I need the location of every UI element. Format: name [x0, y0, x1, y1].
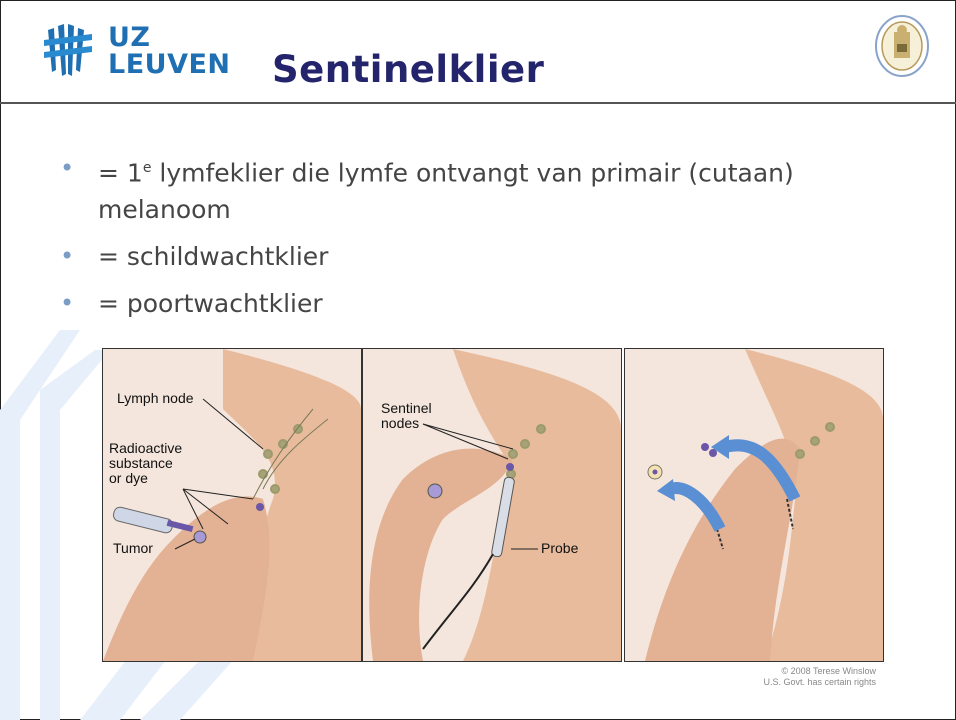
- logo-text-line1: UZ: [108, 24, 231, 51]
- label-tumor: Tumor: [113, 541, 153, 556]
- label-probe: Probe: [541, 541, 578, 556]
- uz-leuven-logo: UZ LEUVEN: [42, 22, 242, 82]
- label-lymph-node: Lymph node: [117, 391, 194, 406]
- uz-leuven-logo-icon: [42, 22, 94, 78]
- label-sentinel-nodes: Sentinel nodes: [381, 401, 432, 431]
- header-divider: [0, 102, 956, 104]
- label-radioactive: Radioactive substance or dye: [109, 441, 182, 486]
- bullet-item: = schildwachtklier: [58, 238, 898, 275]
- illustration-panel-injection: Lymph node Radioactive substance or dye …: [102, 348, 362, 662]
- bullet-item: = 1e lymfeklier die lymfe ontvangt van p…: [58, 150, 898, 228]
- page-title: Sentinelklier: [272, 48, 544, 91]
- illustration-panel-removal: [624, 348, 884, 662]
- ku-leuven-seal-icon: [873, 14, 931, 78]
- image-credit: © 2008 Terese Winslow U.S. Govt. has cer…: [736, 666, 876, 688]
- bullet-list: = 1e lymfeklier die lymfe ontvangt van p…: [58, 150, 898, 332]
- bullet-item: = poortwachtklier: [58, 285, 898, 322]
- logo-text-line2: LEUVEN: [108, 51, 231, 78]
- illustration-panel-probe: Sentinel nodes Probe: [362, 348, 622, 662]
- logo-text: UZ LEUVEN: [108, 24, 231, 78]
- arm-illustration-2: [363, 349, 621, 661]
- arm-illustration-3: [625, 349, 883, 661]
